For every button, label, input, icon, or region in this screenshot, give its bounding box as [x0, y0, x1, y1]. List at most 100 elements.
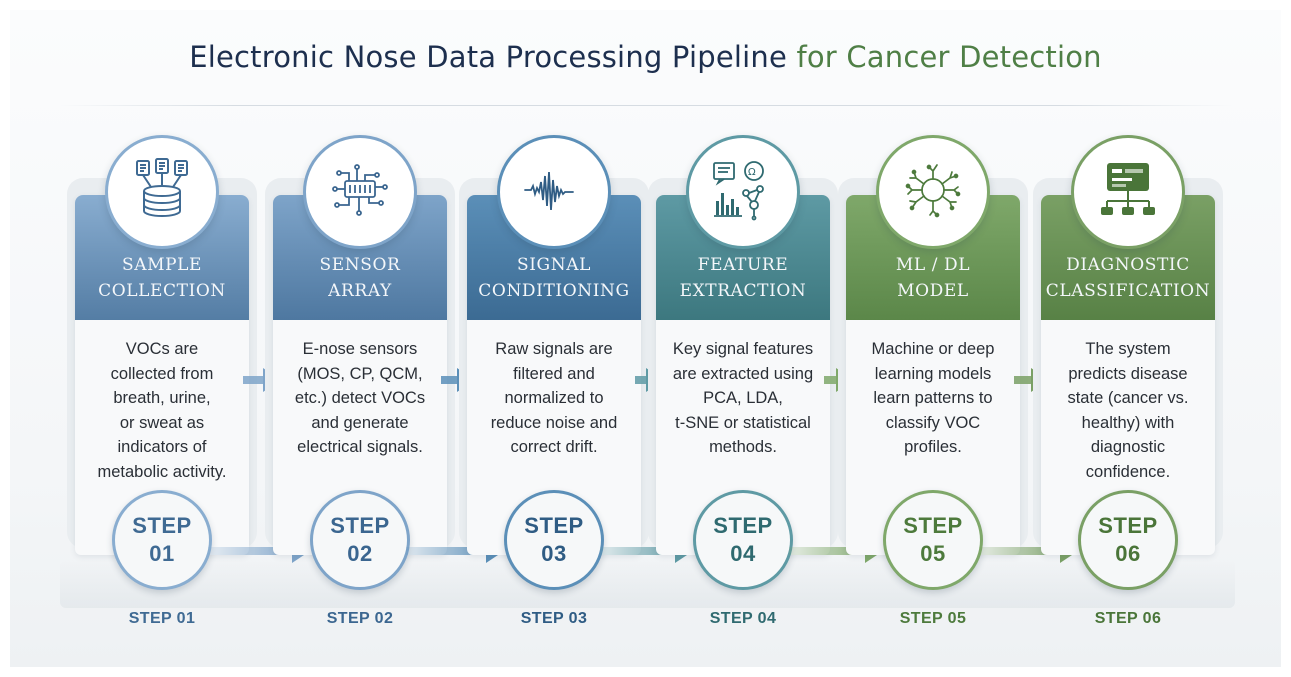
svg-text:Ω: Ω: [748, 167, 756, 178]
step-number-digits: 01: [149, 541, 175, 566]
step-number-circle: STEP 04: [693, 490, 793, 590]
step-heading-line: DIAGNOSTIC: [1066, 255, 1190, 275]
title-highlight: for Cancer Detection: [796, 40, 1102, 74]
step-label: STEP 05: [899, 610, 967, 627]
step-heading: SENSOR ARRAY: [320, 252, 401, 320]
feature-analysis-icon-badge: Ω: [686, 135, 800, 249]
step-number-word: STEP: [1098, 513, 1158, 538]
step-description-line: diagnostic: [1090, 438, 1166, 456]
step-description-line: and generate: [311, 413, 409, 432]
step-description: VOCs are collected from breath, urine, or s…: [85, 337, 239, 484]
step-label: STEP 01: [128, 610, 196, 627]
step-description-line: metabolic activity.: [97, 462, 227, 481]
title-divider: [60, 105, 1232, 106]
step-description: E-nose sensors (MOS, CP, QCM, etc.) detect…: [283, 337, 437, 460]
step-number-word: STEP: [132, 513, 192, 538]
step-description-line: profiles.: [904, 438, 962, 456]
step-description-line: healthy) with: [1081, 413, 1175, 432]
step-number-text: STEP 04: [713, 512, 772, 568]
step-number-circle: STEP 02: [310, 490, 410, 590]
step-description-line: filtered and: [513, 364, 595, 383]
step-description-line: Key signal features: [672, 340, 814, 358]
step-description-line: state (cancer vs.: [1067, 389, 1189, 407]
step-description: Raw signals are filtered and normalized to…: [477, 337, 631, 460]
step-description: The system predicts disease state (cancer …: [1051, 337, 1205, 484]
step-heading-line: SENSOR: [319, 255, 401, 275]
classification-tree-icon: [1095, 157, 1161, 228]
step-heading-line: ML / DL: [895, 255, 971, 275]
step-heading-line: FEATURE: [697, 255, 789, 275]
step-description-line: Raw signals are: [495, 340, 613, 358]
step-description-line: VOCs are: [125, 340, 199, 358]
step-number-word: STEP: [524, 513, 584, 538]
step-number-circle: STEP 01: [112, 490, 212, 590]
step-description-line: reduce noise and: [490, 413, 618, 432]
step-label: STEP 04: [709, 610, 777, 627]
step-number-text: STEP 03: [524, 512, 583, 568]
step-description-line: learning models: [874, 364, 992, 383]
step-description-line: or sweat as: [119, 413, 205, 432]
step-description-line: breath, urine,: [113, 389, 211, 407]
step-description-line: t-SNE or statistical: [675, 413, 811, 432]
step-card-1: SAMPLE COLLECTION VOCs are collected from br…: [75, 195, 249, 555]
neural-network-icon: [900, 157, 966, 228]
step-label: STEP 03: [520, 610, 588, 627]
step-heading: SAMPLE COLLECTION: [98, 252, 226, 320]
title-main: Electronic Nose Data Processing Pipeline: [189, 40, 788, 74]
step-number-word: STEP: [330, 513, 390, 538]
step-number-digits: 04: [730, 541, 756, 566]
step-label: STEP 06: [1094, 610, 1162, 627]
step-number-word: STEP: [903, 513, 963, 538]
step-heading-line: CLASSIFICATION: [1045, 281, 1211, 301]
step-description-line: Machine or deep: [871, 340, 995, 358]
step-description-line: etc.) detect VOCs: [294, 389, 426, 407]
step-heading: DIAGNOSTIC CLASSIFICATION: [1046, 252, 1210, 320]
step-description-line: electrical signals.: [297, 438, 423, 456]
step-description-line: learn patterns to: [873, 389, 993, 407]
step-number-digits: 03: [541, 541, 567, 566]
sensor-chip-icon-badge: [303, 135, 417, 249]
step-description-line: confidence.: [1085, 462, 1171, 481]
step-description-line: E-nose sensors: [302, 340, 418, 358]
step-description-line: methods.: [709, 438, 777, 456]
step-number-text: STEP 01: [132, 512, 191, 568]
step-heading-line: SAMPLE: [121, 255, 203, 275]
step-description-line: predicts disease: [1068, 364, 1188, 383]
step-description-line: classify VOC: [885, 413, 981, 432]
step-heading-line: EXTRACTION: [679, 281, 807, 301]
step-description-line: correct drift.: [510, 438, 598, 456]
step-description-line: (MOS, CP, QCM,: [297, 364, 423, 383]
step-heading: SIGNAL CONDITIONING: [478, 252, 629, 320]
step-number-word: STEP: [713, 513, 773, 538]
waveform-icon: [521, 157, 587, 228]
step-description: Machine or deep learning models learn patt…: [856, 337, 1010, 460]
step-heading-line: CONDITIONING: [478, 281, 630, 301]
steps-platform: [60, 560, 1235, 608]
step-heading-line: MODEL: [897, 281, 969, 301]
step-header-band: SENSOR ARRAY: [273, 195, 447, 320]
page-title: Electronic Nose Data Processing Pipeline…: [0, 40, 1291, 74]
step-description-line: are extracted using: [672, 364, 814, 383]
step-heading-line: SIGNAL: [517, 255, 591, 275]
step-description-line: normalized to: [504, 389, 604, 407]
classification-tree-icon-badge: [1071, 135, 1185, 249]
step-heading: FEATURE EXTRACTION: [680, 252, 807, 320]
database-documents-icon: [129, 157, 195, 228]
step-label: STEP 02: [326, 610, 394, 627]
step-header-band: FEATURE EXTRACTION: [656, 195, 830, 320]
step-description-line: PCA, LDA,: [703, 389, 783, 407]
step-number-text: STEP 02: [330, 512, 389, 568]
step-heading-line: ARRAY: [328, 281, 392, 301]
database-documents-icon-badge: [105, 135, 219, 249]
step-heading-line: COLLECTION: [98, 281, 226, 301]
step-description-line: collected from: [110, 364, 214, 383]
sensor-chip-icon: [327, 157, 393, 228]
step-heading: ML / DL MODEL: [896, 252, 970, 320]
feature-analysis-icon: Ω: [710, 157, 776, 228]
step-description-line: The system: [1085, 340, 1171, 358]
step-number-digits: 02: [347, 541, 373, 566]
